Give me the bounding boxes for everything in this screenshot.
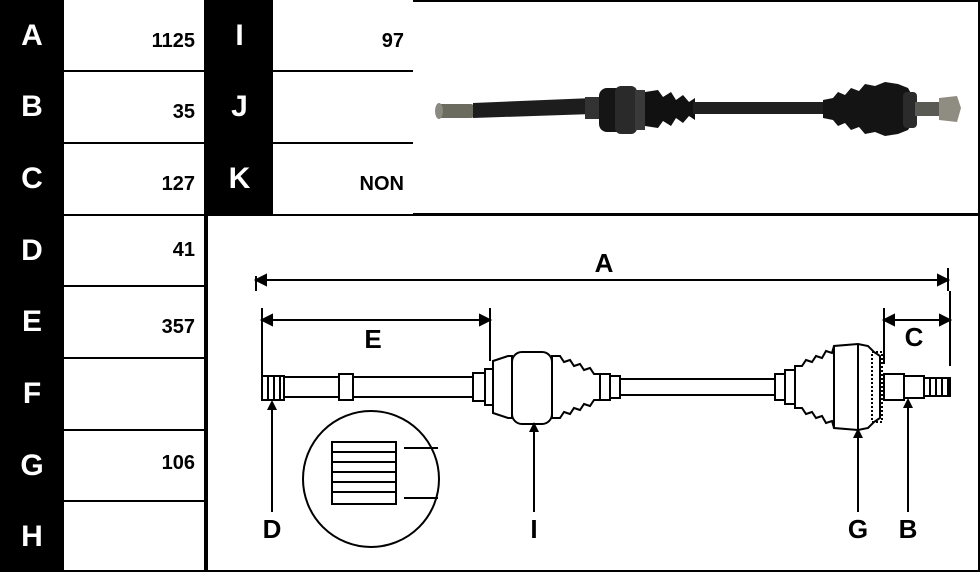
label-d: D [0, 215, 64, 286]
value-c: 127 [64, 143, 205, 215]
dimension-label-c: C [905, 322, 924, 352]
label-e: E [0, 286, 64, 358]
dimension-label-a: A [595, 248, 614, 278]
technical-diagram-panel: A E C D I G B [206, 214, 980, 572]
pointer-label-g: G [848, 514, 868, 544]
value-k: NON [273, 143, 414, 214]
pointer-label-i: I [530, 514, 537, 544]
value-g: 106 [64, 430, 205, 501]
value-h [64, 501, 205, 572]
label-j: J [206, 71, 273, 143]
label-i: I [206, 0, 273, 71]
product-photo-panel [413, 0, 980, 215]
row-divider [64, 500, 205, 502]
row-divider [273, 70, 414, 72]
value-d: 41 [64, 215, 205, 286]
row-divider [273, 142, 414, 144]
value-e: 357 [64, 286, 205, 358]
label-b: B [0, 71, 64, 143]
label-g: G [0, 430, 64, 501]
value-f [64, 358, 205, 430]
row-divider [64, 214, 205, 216]
label-f: F [0, 358, 64, 430]
row-divider [64, 357, 205, 359]
label-k: K [206, 143, 273, 214]
shaft-schematic: A E C D I G B [253, 248, 953, 548]
pointer-label-d: D [263, 514, 282, 544]
drive-shaft-photo [435, 82, 961, 136]
row-divider [64, 142, 205, 144]
value-j [273, 71, 414, 143]
pointer-label-b: B [899, 514, 918, 544]
label-c: C [0, 143, 64, 215]
row-divider [64, 285, 205, 287]
row-divider [64, 70, 205, 72]
label-a: A [0, 0, 64, 71]
row-divider [64, 429, 205, 431]
label-h: H [0, 501, 64, 572]
value-b: 35 [64, 71, 205, 143]
value-i: 97 [273, 0, 414, 71]
row-divider [64, 570, 205, 572]
column-divider [204, 0, 206, 572]
dimension-label-e: E [364, 324, 381, 354]
value-a: 1125 [64, 0, 205, 71]
